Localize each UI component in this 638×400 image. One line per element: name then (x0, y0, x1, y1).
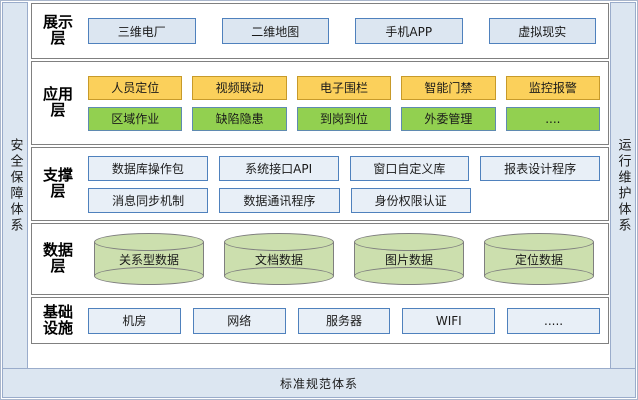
node-smart-access-control[interactable]: 智能门禁 (401, 75, 496, 100)
node-defect-hazard[interactable]: 缺陷隐患 (192, 106, 287, 131)
cylinder-top (224, 233, 334, 251)
node-application-more[interactable]: .... (505, 106, 601, 131)
node-system-interface-api[interactable]: 系统接口API (218, 155, 339, 181)
cylinder-bottom (94, 267, 204, 285)
layer-presentation-row: 三维电厂 二维地图 手机APP 虚拟现实 (88, 18, 600, 44)
layer-infrastructure-label: 基础设施 (42, 302, 73, 337)
layer-infrastructure-row: 机房 网络 服务器 WIFI ..... (88, 307, 600, 334)
node-area-operations[interactable]: 区域作业 (88, 106, 183, 131)
layer-support: 支撑层 数据库操作包 系统接口API 窗口自定义库 报表设计程序 消息同步机制 … (31, 147, 609, 221)
cylinder-top (484, 233, 594, 251)
layer-application-row-1: 人员定位 视频联动 电子围栏 智能门禁 监控报警 (88, 75, 601, 100)
bottom-bar-standards-system: 标准规范体系 (2, 368, 636, 398)
layer-application-label: 应用层 (43, 85, 74, 119)
layer-presentation-label: 展示层 (43, 13, 74, 47)
node-video-linkage[interactable]: 视频联动 (192, 75, 287, 100)
layer-support-row-2: 消息同步机制 数据通讯程序 身份权限认证 (88, 187, 600, 213)
layer-presentation: 展示层 三维电厂 二维地图 手机APP 虚拟现实 (31, 3, 609, 59)
cylinder-positioning-data[interactable]: 定位数据 (484, 233, 594, 285)
cylinder-relational-data[interactable]: 关系型数据 (94, 233, 204, 285)
node-identity-authorization[interactable]: 身份权限认证 (350, 187, 471, 213)
layer-data-body: 关系型数据 文档数据 图片数据 (84, 233, 608, 285)
node-virtual-reality[interactable]: 虚拟现实 (488, 18, 596, 44)
cylinder-label: 图片数据 (384, 252, 433, 267)
node-post-attendance[interactable]: 到岗到位 (296, 106, 392, 131)
node-electronic-fence[interactable]: 电子围栏 (296, 75, 392, 100)
node-database-operation-package[interactable]: 数据库操作包 (88, 155, 208, 181)
node-mobile-app[interactable]: 手机APP (355, 18, 463, 44)
node-3d-power-plant[interactable]: 三维电厂 (88, 18, 196, 44)
right-band-label: 运行维护体系 (615, 137, 631, 234)
cylinder-label: 定位数据 (514, 252, 563, 267)
node-wifi[interactable]: WIFI (402, 307, 496, 334)
cylinder-top (354, 233, 464, 251)
node-personnel-positioning[interactable]: 人员定位 (88, 75, 183, 100)
bottom-bar-label: 标准规范体系 (279, 376, 358, 391)
layer-presentation-body: 三维电厂 二维地图 手机APP 虚拟现实 (84, 18, 608, 44)
left-band-security-system: 安全保障体系 (2, 2, 28, 369)
layer-stack: 展示层 三维电厂 二维地图 手机APP 虚拟现实 应用层 人员定位 视频联动 (31, 3, 609, 368)
node-window-custom-library[interactable]: 窗口自定义库 (349, 155, 470, 181)
layer-data-label: 数据层 (43, 241, 74, 275)
layer-support-body: 数据库操作包 系统接口API 窗口自定义库 报表设计程序 消息同步机制 数据通讯… (84, 155, 608, 213)
node-report-design-program[interactable]: 报表设计程序 (480, 155, 600, 181)
left-band-label: 安全保障体系 (7, 137, 23, 234)
node-machine-room[interactable]: 机房 (88, 307, 181, 334)
support-row-spacer (482, 188, 600, 213)
cylinder-bottom (354, 267, 464, 285)
node-2d-map[interactable]: 二维地图 (221, 18, 329, 44)
cylinder-document-data[interactable]: 文档数据 (224, 233, 334, 285)
layer-infrastructure: 基础设施 机房 网络 服务器 WIFI ..... (31, 297, 609, 344)
cylinder-label: 文档数据 (254, 252, 303, 267)
cylinder-top (94, 233, 204, 251)
node-infrastructure-more[interactable]: ..... (507, 307, 600, 334)
node-server[interactable]: 服务器 (297, 307, 391, 334)
node-network[interactable]: 网络 (192, 307, 286, 334)
layer-application-body: 人员定位 视频联动 电子围栏 智能门禁 监控报警 区域作业 缺陷隐患 到岗到位 … (84, 75, 608, 131)
cylinder-bottom (484, 267, 594, 285)
layer-application: 应用层 人员定位 视频联动 电子围栏 智能门禁 监控报警 区域作业 缺陷隐患 到… (31, 61, 609, 145)
layer-data-row: 关系型数据 文档数据 图片数据 (88, 233, 600, 285)
cylinder-image-data[interactable]: 图片数据 (354, 233, 464, 285)
node-surveillance-alarm[interactable]: 监控报警 (505, 75, 601, 100)
layer-application-row-2: 区域作业 缺陷隐患 到岗到位 外委管理 .... (88, 106, 601, 131)
right-band-operations-system: 运行维护体系 (610, 2, 636, 369)
layer-infrastructure-body: 机房 网络 服务器 WIFI ..... (84, 307, 608, 334)
layer-data: 数据层 关系型数据 文档数据 (31, 223, 609, 295)
cylinder-bottom (224, 267, 334, 285)
layer-support-row-1: 数据库操作包 系统接口API 窗口自定义库 报表设计程序 (88, 155, 600, 181)
node-data-communication-program[interactable]: 数据通讯程序 (219, 187, 340, 213)
node-message-sync-mechanism[interactable]: 消息同步机制 (88, 187, 209, 213)
node-outsourcing-management[interactable]: 外委管理 (401, 106, 496, 131)
layer-support-label: 支撑层 (43, 166, 74, 200)
cylinder-label: 关系型数据 (118, 252, 179, 267)
